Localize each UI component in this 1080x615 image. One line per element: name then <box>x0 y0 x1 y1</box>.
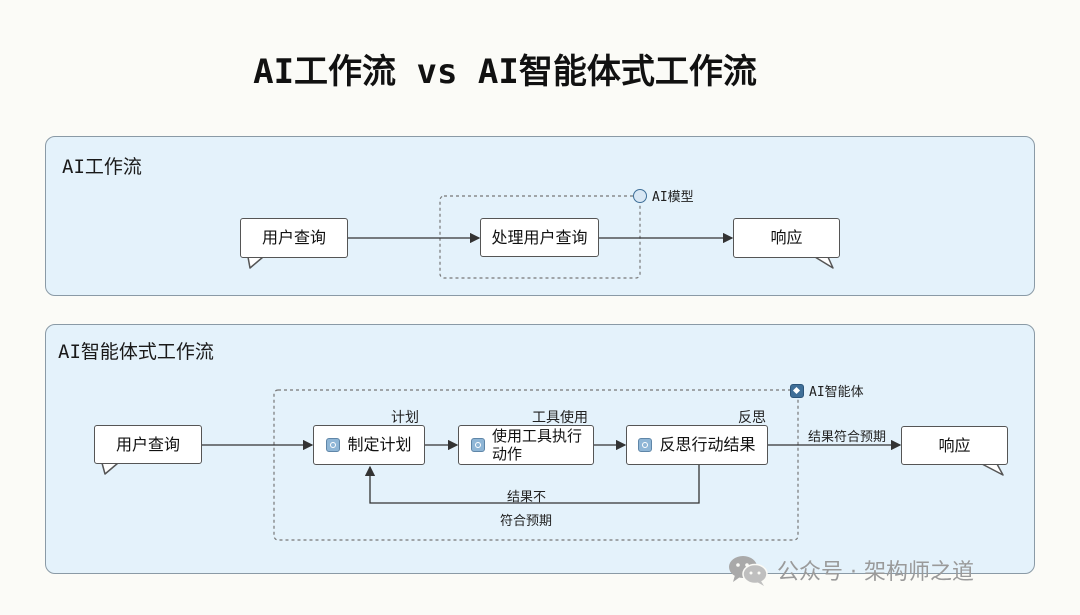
agent-user-query-node: 用户查询 <box>94 425 202 464</box>
make-plan-label: 制定计划 <box>347 435 412 455</box>
make-plan-node: 制定计划 <box>313 425 425 465</box>
ai-workflow-panel <box>45 136 1035 296</box>
ai-agent-label: AI智能体 <box>809 385 864 400</box>
ai-agent-group-boundary <box>273 389 799 541</box>
reflect-node-icon <box>638 438 653 452</box>
tool-step-label: 工具使用 <box>532 410 588 426</box>
ai-model-tag: AI模型 <box>633 186 694 205</box>
plan-node-icon <box>326 438 341 452</box>
reflect-step-label: 反思 <box>738 410 766 426</box>
use-tool-label: 使用工具执行动作 <box>492 427 583 463</box>
query-callout-tail <box>247 256 264 269</box>
watermark-text: 公众号 · 架构师之道 <box>777 560 974 585</box>
response-node: 响应 <box>733 218 840 258</box>
not-meets-label-line1: 结果不 <box>507 490 547 505</box>
agent-response-callout-tail <box>981 463 1004 476</box>
response-callout-tail <box>814 256 834 269</box>
tool-node-icon <box>471 438 485 452</box>
agent-query-callout-tail <box>101 462 119 475</box>
agentic-workflow-panel <box>45 324 1035 574</box>
reflect-label: 反思行动结果 <box>659 435 756 455</box>
wechat-icon <box>729 556 768 586</box>
user-query-node: 用户查询 <box>240 218 348 258</box>
watermark: 公众号 · 架构师之道 <box>727 553 974 587</box>
agentic-workflow-panel-title: AI智能体式工作流 <box>58 341 214 363</box>
arrow-reflect-loop-to-plan <box>364 465 700 504</box>
plan-step-label: 计划 <box>391 410 419 426</box>
meets-expectation-label: 结果符合预期 <box>808 430 887 445</box>
reflect-node: 反思行动结果 <box>626 425 768 465</box>
ai-model-label: AI模型 <box>652 190 694 205</box>
ai-workflow-panel-title: AI工作流 <box>62 156 142 178</box>
ai-model-group-boundary <box>439 195 641 279</box>
process-query-node: 处理用户查询 <box>480 218 599 257</box>
ai-agent-icon <box>790 383 804 398</box>
page-title: AI工作流 vs AI智能体式工作流 <box>253 52 757 92</box>
agent-response-node: 响应 <box>901 426 1008 465</box>
use-tool-node: 使用工具执行动作 <box>458 425 594 465</box>
ai-agent-tag: AI智能体 <box>790 381 864 400</box>
not-meets-label-line2: 符合预期 <box>500 514 553 529</box>
ai-model-icon <box>633 188 647 203</box>
